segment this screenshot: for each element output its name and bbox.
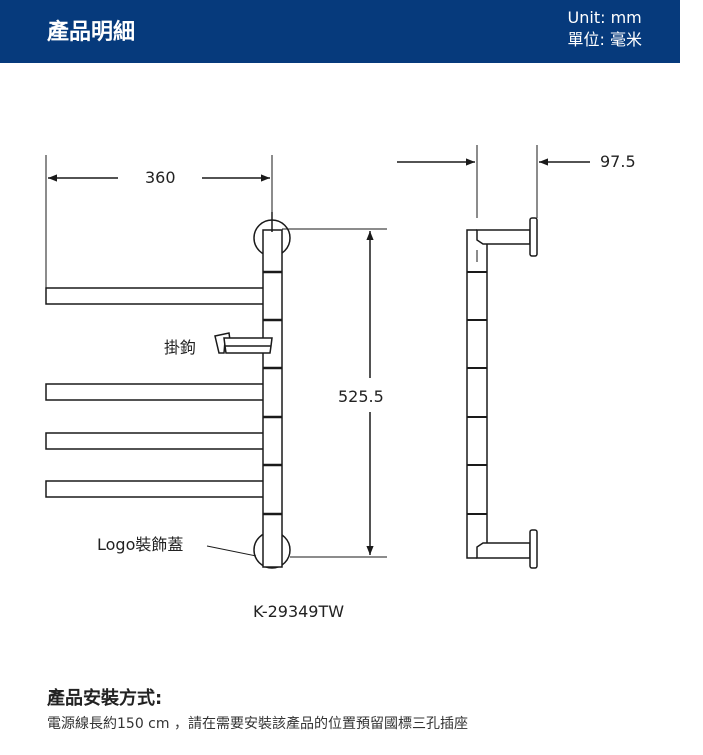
height-dimension-label: 525.5: [338, 387, 384, 406]
model-number: K-29349TW: [253, 602, 345, 621]
side-view: [466, 217, 538, 569]
arm: [45, 432, 263, 450]
logo-cover-label: Logo裝飾蓋: [97, 535, 184, 554]
unit-zh: 單位: 毫米: [567, 30, 642, 49]
page-title: 產品明細: [47, 20, 136, 45]
install-text: 電源線長約150 cm ，請在需要安裝該產品的位置預留國標三孔插座: [47, 716, 468, 732]
arm: [45, 480, 263, 498]
arm: [45, 287, 263, 305]
height-dimension: [282, 228, 387, 558]
hook-label: 掛鉤: [164, 338, 197, 357]
unit-en: Unit: mm: [567, 8, 642, 27]
install-title: 產品安裝方式:: [47, 688, 163, 709]
unit-info: Unit: mm 單位: 毫米: [568, 7, 642, 51]
width-dimension-label: 360: [145, 168, 176, 187]
front-view: [45, 212, 291, 569]
width-dimension: [45, 155, 273, 290]
arm: [45, 383, 263, 401]
hook: [214, 332, 273, 354]
header-bar: 產品明細 Unit: mm 單位: 毫米: [0, 0, 680, 63]
depth-dimension: [397, 145, 590, 218]
depth-dimension-label: 97.5: [600, 152, 636, 171]
